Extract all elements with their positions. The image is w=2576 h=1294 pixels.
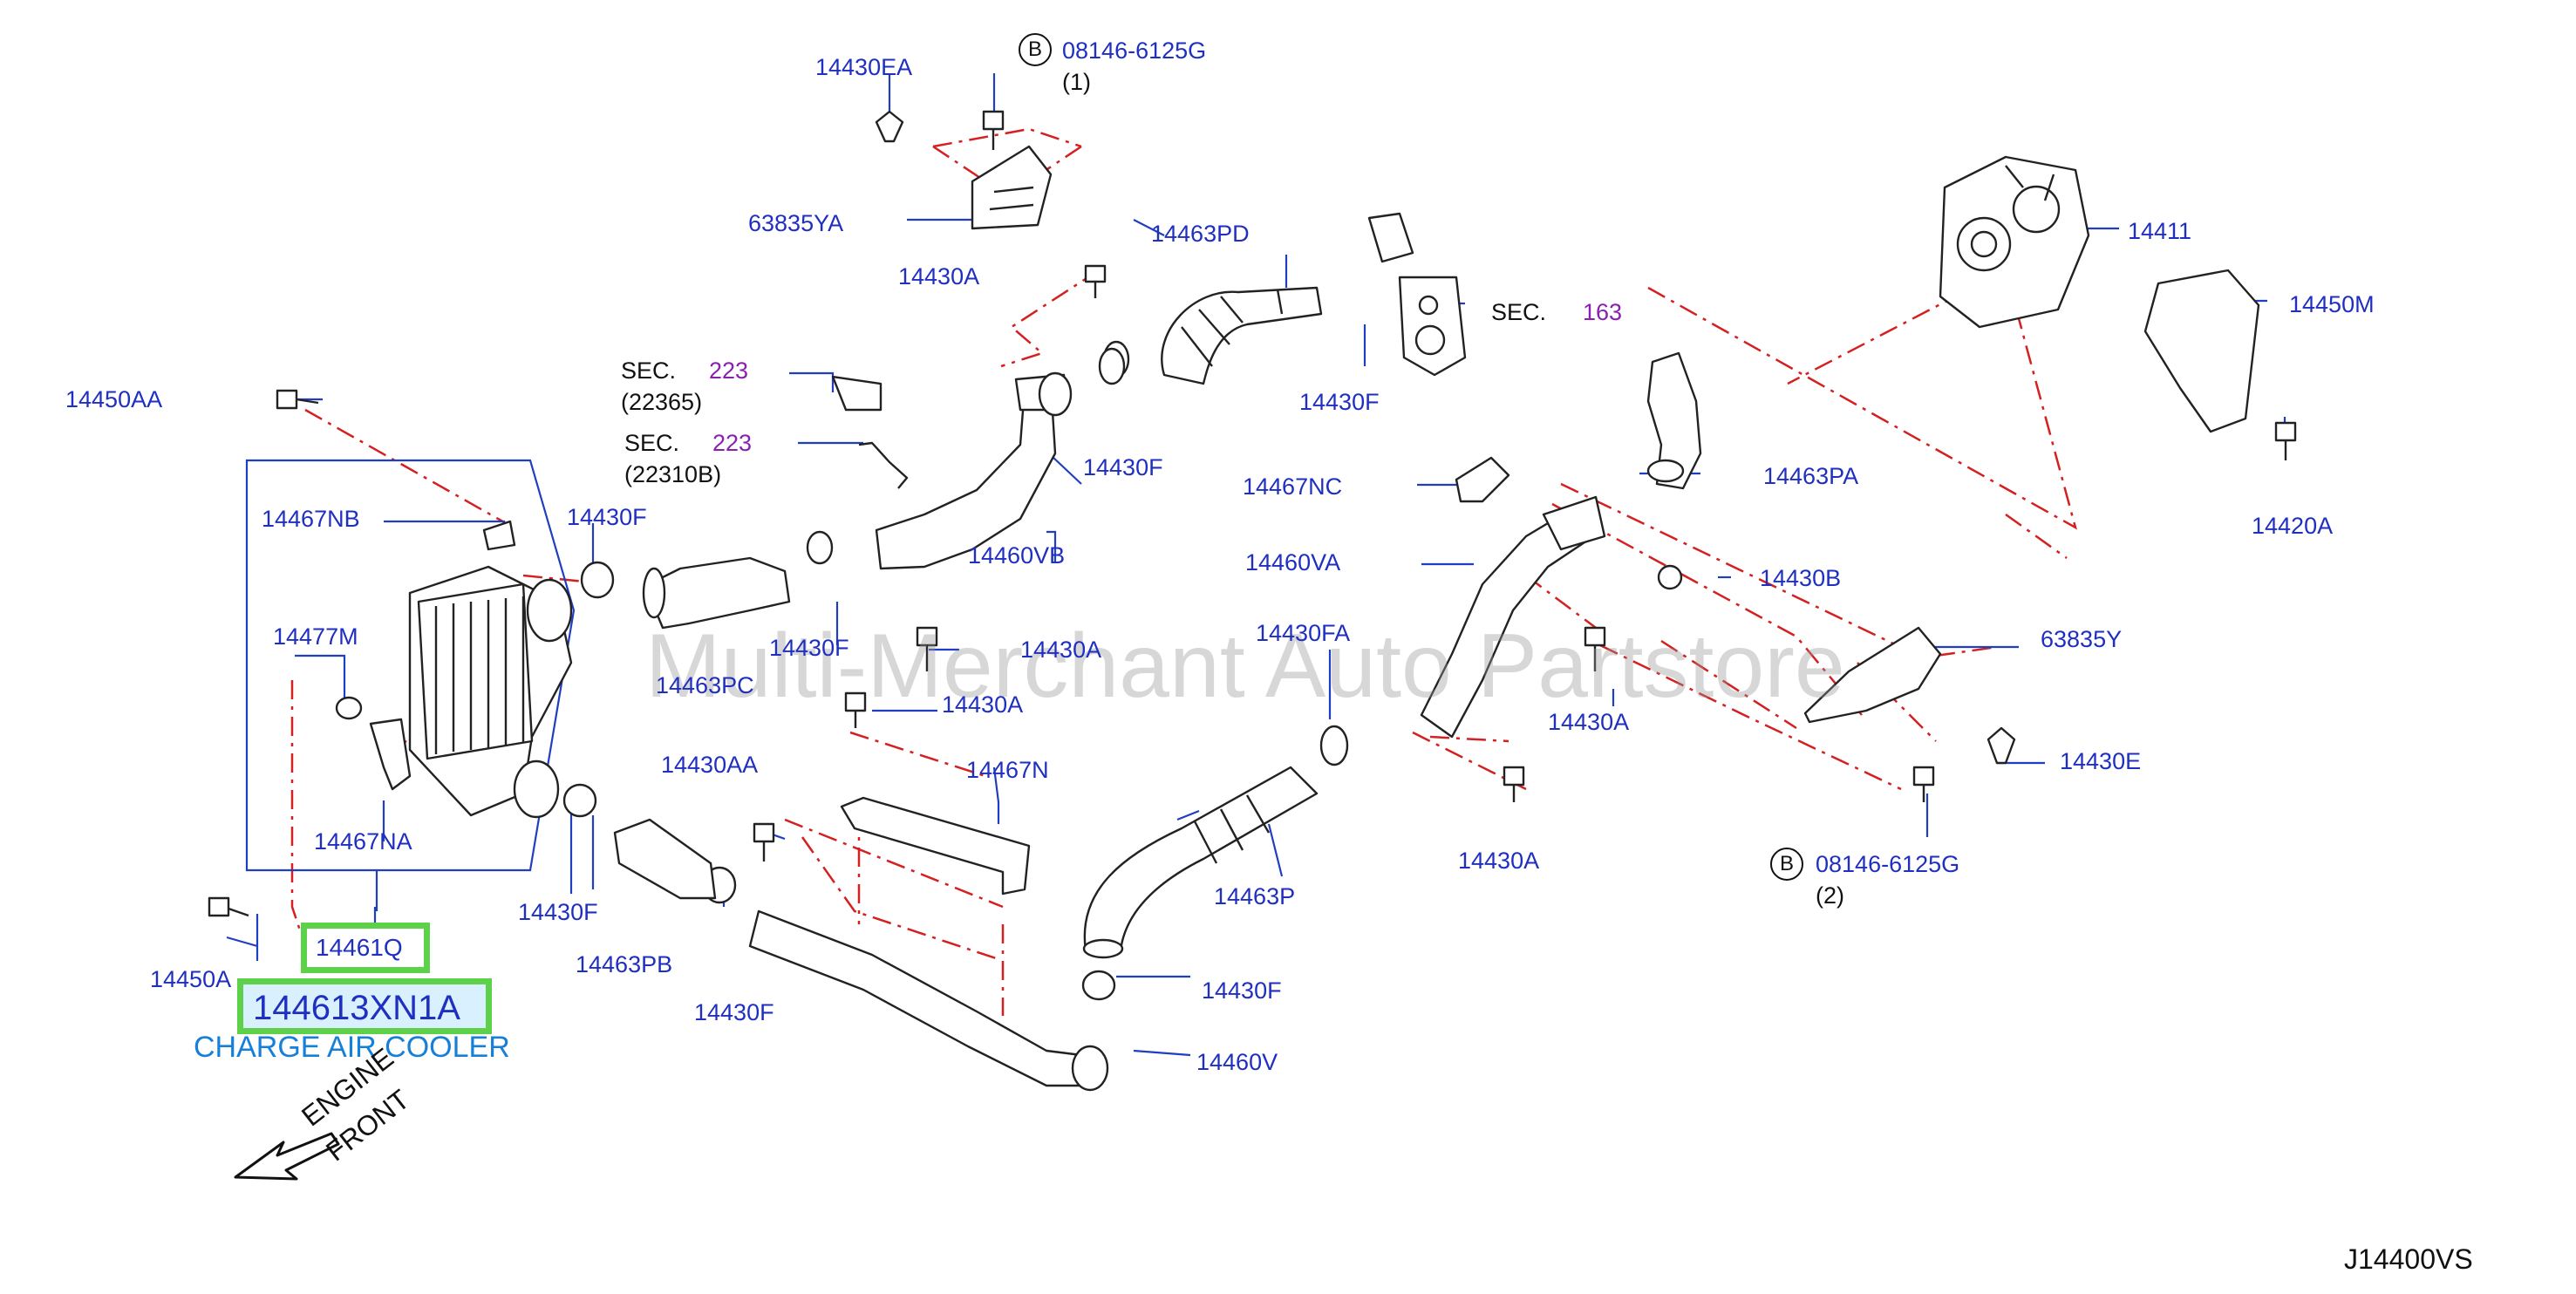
label-14450A: 14450A: [150, 966, 232, 992]
label-14430B: 14430B: [1760, 565, 1842, 591]
label-sec-223a: 223: [709, 358, 749, 384]
label-63835YA: 63835YA: [748, 210, 844, 236]
label-14467NC: 14467NC: [1243, 473, 1343, 500]
label-14463PC: 14463PC: [656, 672, 754, 698]
watermark-text: Multi-Merchant Auto Partstore: [645, 616, 1845, 717]
label-14463PA: 14463PA: [1763, 463, 1859, 489]
label-14467N: 14467N: [966, 757, 1049, 783]
diagram-id: J14400VS: [2344, 1243, 2473, 1275]
label-bolt-top-code: 08146-6125G: [1062, 37, 1207, 64]
circle-b-bottom: B: [1770, 848, 1803, 881]
label-14430F-g: 14430F: [1202, 977, 1282, 1004]
highlight-14461Q[interactable]: [301, 923, 430, 973]
label-14450AA: 14450AA: [65, 386, 163, 412]
label-14430F-f: 14430F: [694, 999, 774, 1025]
label-14460VA: 14460VA: [1245, 549, 1341, 575]
label-bolt-bottom-code: 08146-6125G: [1816, 851, 1960, 877]
label-14430E: 14430E: [2060, 748, 2142, 774]
label-14420A: 14420A: [2252, 513, 2334, 539]
label-14430A-d: 14430A: [1548, 709, 1630, 735]
label-14430F-e: 14430F: [518, 899, 598, 925]
label-14430F-c: 14430F: [567, 504, 647, 530]
label-14467NA: 14467NA: [314, 828, 412, 855]
label-14463PB: 14463PB: [576, 951, 673, 977]
label-sec-word-223a: SEC.: [621, 358, 677, 384]
label-22365: (22365): [621, 389, 703, 415]
label-14460VB: 14460VB: [968, 542, 1066, 569]
highlight-main-part[interactable]: [237, 978, 492, 1034]
label-14430FA: 14430FA: [1256, 620, 1351, 646]
label-14467NB: 14467NB: [262, 506, 360, 532]
label-14463P: 14463P: [1214, 883, 1296, 909]
label-14430A-mid: 14430A: [1020, 637, 1102, 663]
part-drawings: [208, 110, 2297, 1092]
label-14430A-top: 14430A: [898, 263, 980, 289]
label-sec-word-223b: SEC.: [624, 430, 680, 456]
label-14430F-d: 14430F: [769, 635, 849, 661]
label-14461Q[interactable]: 14461Q: [316, 934, 403, 961]
label-14430A-c: 14430A: [942, 691, 1024, 718]
label-14450M: 14450M: [2289, 291, 2375, 317]
cooler-group-box: [245, 459, 576, 872]
label-14430F-b: 14430F: [1083, 454, 1163, 480]
main-part-description: CHARGE AIR COOLER: [194, 1031, 510, 1064]
label-14411: 14411: [2128, 218, 2192, 244]
label-22310B: (22310B): [624, 461, 722, 487]
label-14430F-a: 14430F: [1299, 389, 1380, 415]
label-14463PD: 14463PD: [1151, 221, 1250, 247]
blue-leader-lines: [226, 73, 2286, 1057]
label-14460V: 14460V: [1196, 1049, 1278, 1075]
label-sec-word-163: SEC.: [1491, 299, 1547, 325]
label-14430AA: 14430AA: [661, 752, 759, 778]
circle-b-top: B: [1019, 33, 1052, 66]
label-14477M: 14477M: [273, 623, 358, 650]
label-bolt-bottom-qty: (2): [1816, 882, 1844, 909]
label-bolt-top-qty: (1): [1062, 69, 1091, 95]
engine-front-arrow: [234, 1132, 340, 1181]
label-sec-163: 163: [1583, 299, 1623, 325]
label-63835Y: 63835Y: [2041, 626, 2123, 652]
label-14430EA: 14430EA: [815, 54, 913, 80]
main-part-number[interactable]: 144613XN1A: [253, 989, 460, 1027]
label-sec-223b: 223: [712, 430, 753, 456]
label-14430A-e: 14430A: [1458, 848, 1540, 874]
